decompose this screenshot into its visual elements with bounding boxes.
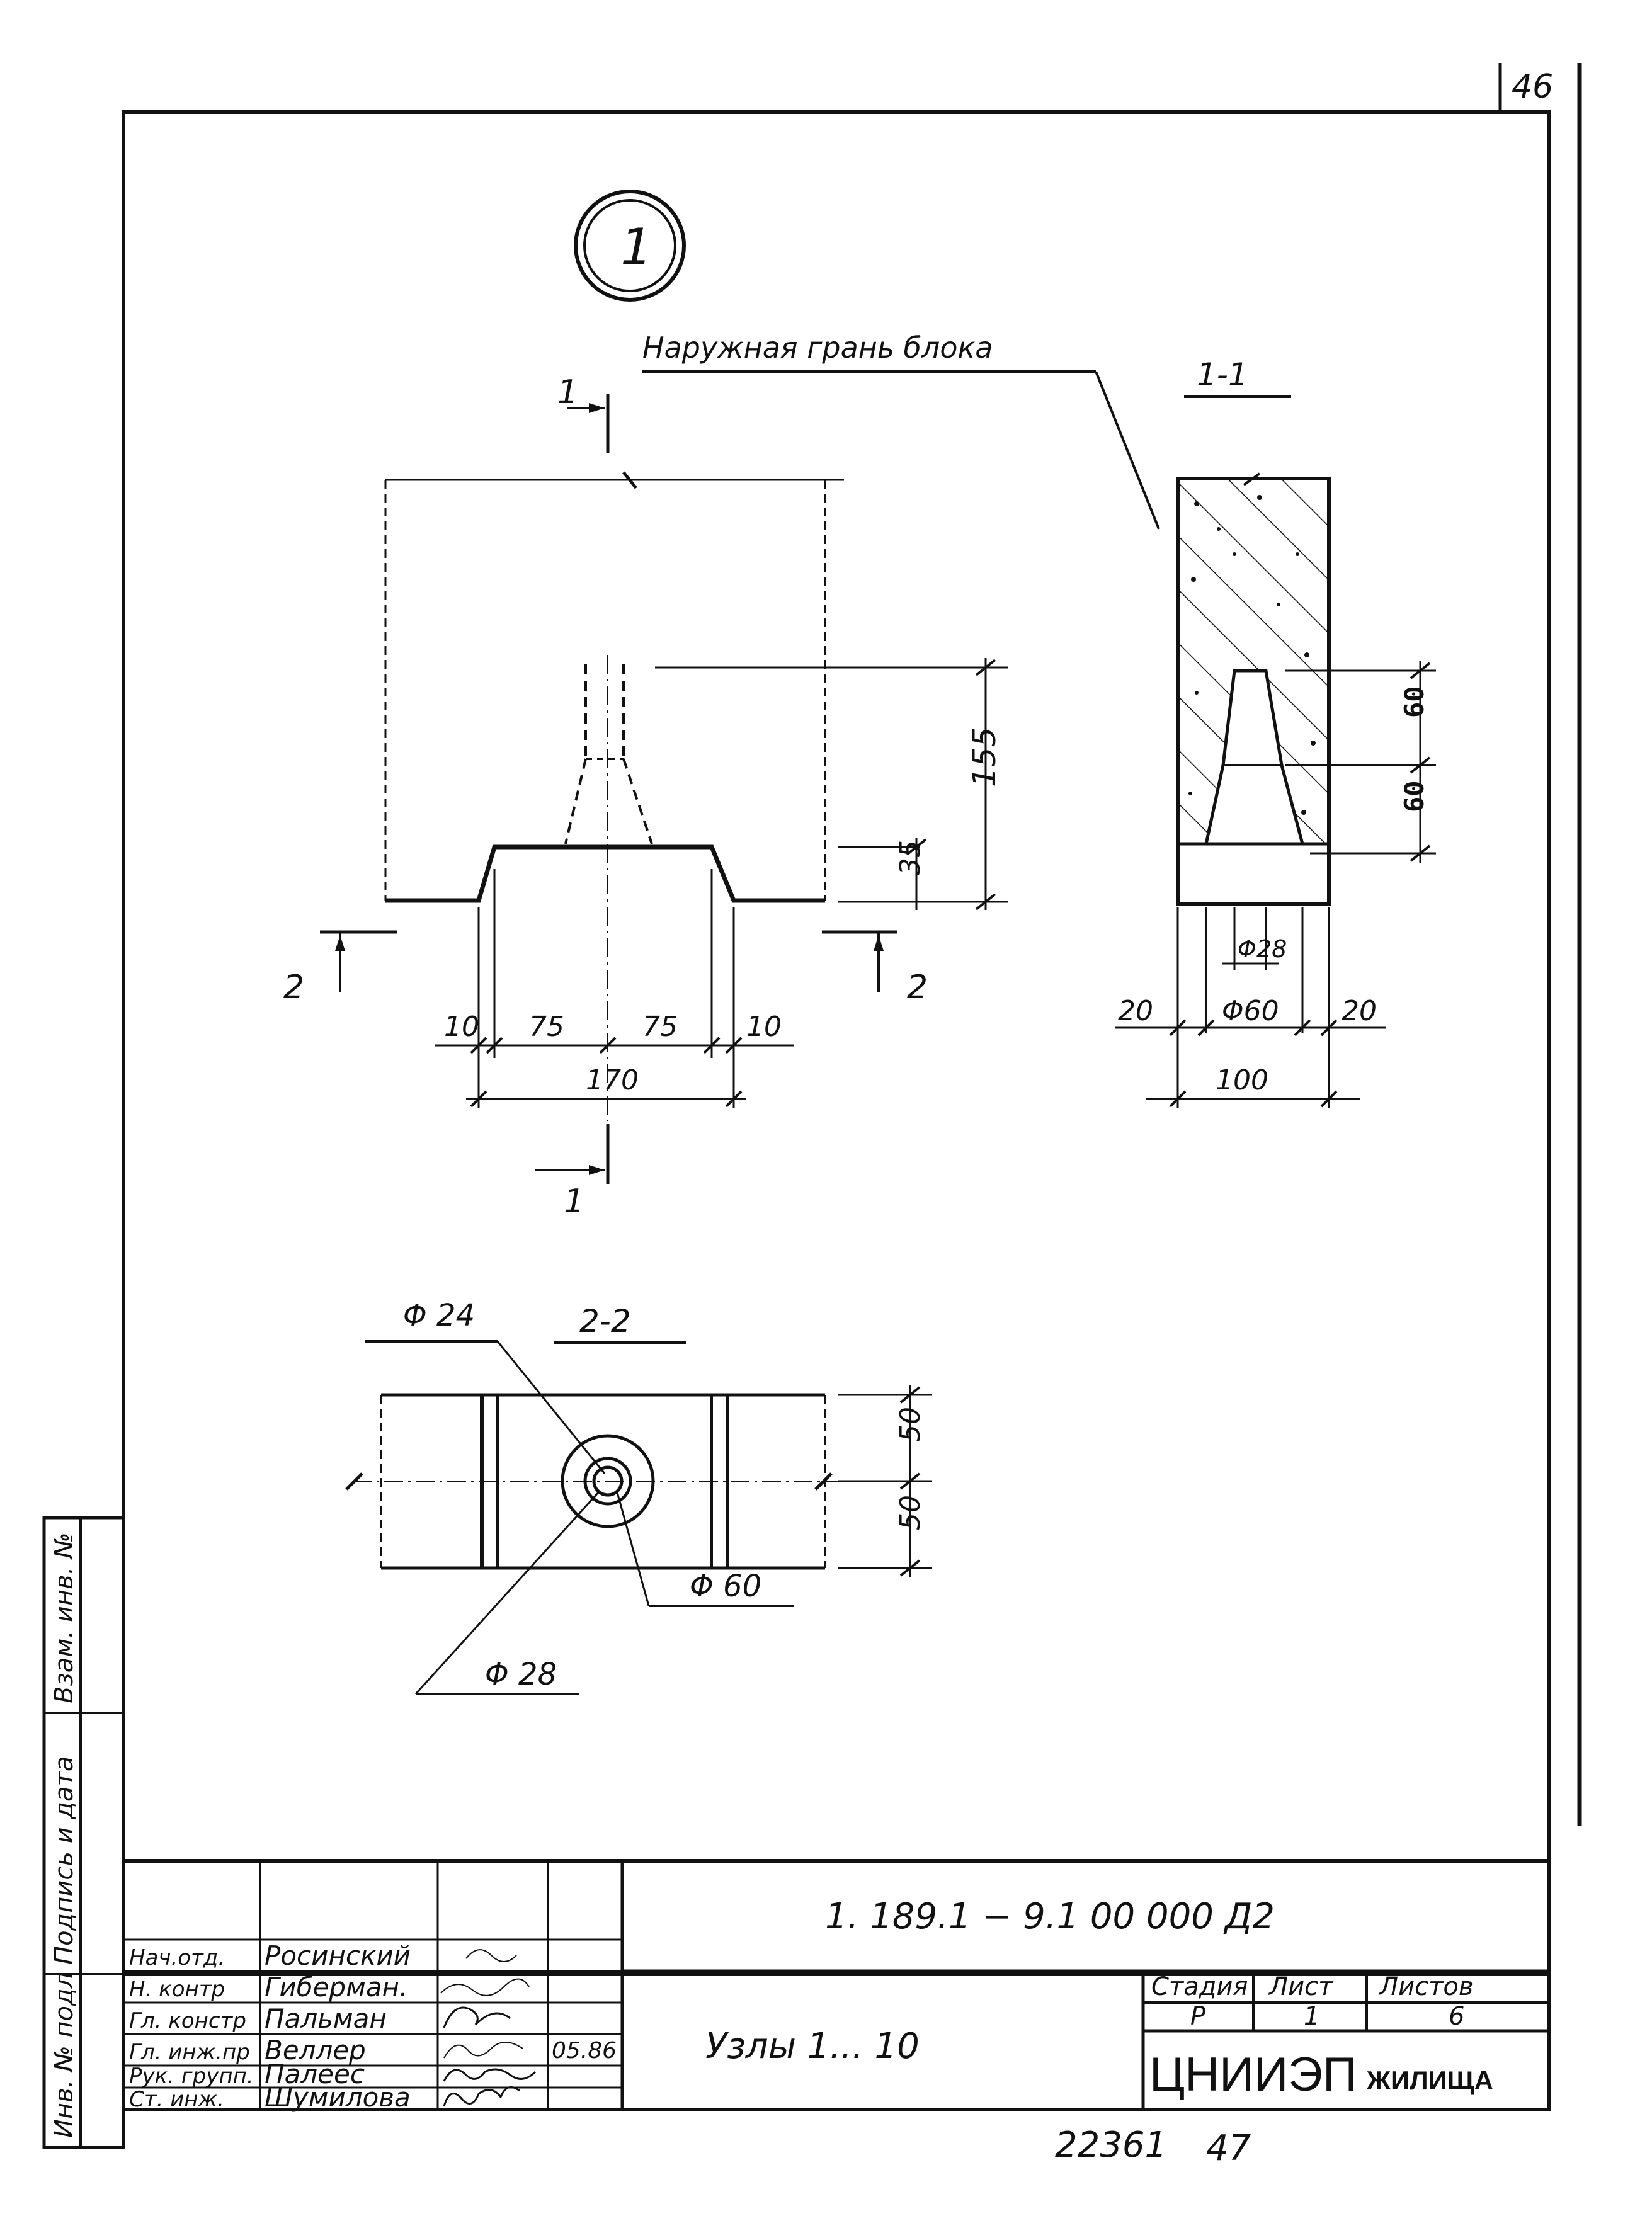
sec11-dim-60-lower: 60: [1399, 780, 1430, 812]
bottom-number-right: 47: [1206, 2128, 1251, 2169]
staff-row: Нач.отд. Росинский: [129, 1940, 517, 1971]
stage-header: Стадия: [1151, 1972, 1248, 2001]
side-inv-replace: Взам. инв. №: [50, 1532, 79, 1703]
staff-row: Н. контр Гиберман.: [129, 1972, 530, 2003]
approval-date: 05.86: [552, 2038, 617, 2064]
sheet-value: 1: [1304, 2002, 1319, 2031]
staff-name: Гиберман.: [265, 1972, 407, 2003]
cut-2-right: 2: [907, 969, 928, 1006]
staff-name: Росинский: [265, 1940, 411, 1971]
sec11-dim-60-upper: 60: [1399, 686, 1430, 718]
staff-role: Гл. констр: [129, 2008, 246, 2033]
dim-155: 155: [966, 727, 1003, 787]
sec11-dim-d60: Φ60: [1222, 995, 1279, 1027]
dim-10-right: 10: [746, 1011, 782, 1043]
signature-mark: [443, 2006, 511, 2028]
dim-35: 35: [894, 840, 926, 875]
outer-face-label: Наружная грань блока: [642, 331, 993, 365]
side-inv-orig: Инв. № подл: [50, 1972, 79, 2138]
staff-name: Палеес: [265, 2059, 365, 2089]
sec22-label-d60: Φ 60: [690, 1569, 761, 1604]
staff-role: Нач.отд.: [129, 1945, 225, 1970]
stage-value: Р: [1190, 2002, 1206, 2031]
sheet-header: Лист: [1268, 1972, 1334, 2001]
staff-name: Пальман: [265, 2003, 387, 2034]
org-main: ЦНИИЭП: [1149, 2048, 1357, 2101]
sheets-value: 6: [1449, 2002, 1464, 2031]
cut-1-bottom: 1: [564, 1183, 584, 1220]
page-number: 46: [1512, 68, 1553, 106]
section-2-2: 2-2 Φ 24 Φ 60 Φ 28: [345, 1298, 932, 1695]
staff-role: Н. контр: [129, 1977, 225, 2002]
section-2-2-title: 2-2: [579, 1303, 631, 1339]
staff-name: Шумилова: [265, 2082, 411, 2113]
outer-face-annotation: Наружная грань блока: [642, 331, 1160, 530]
staff-role: Рук. групп.: [129, 2064, 254, 2089]
staff-row: Гл. инж.пр Веллер 05.86: [129, 2035, 617, 2066]
title-code: 1. 189.1 − 9.1 00 000 Д2: [825, 1896, 1275, 1937]
elevation-view: 155 35 10 75 75 10 170 1 1 2: [283, 373, 1008, 1220]
staff-row: Ст. инж. Шумилова: [129, 2082, 520, 2113]
org-sub: ЖИЛИЩА: [1366, 2066, 1493, 2095]
sheets-header: Листов: [1378, 1972, 1473, 2001]
signature-mark: [443, 2042, 523, 2059]
staff-role: Ст. инж.: [129, 2087, 224, 2112]
title-name: Узлы 1... 10: [705, 2026, 920, 2067]
sec11-dim-20-left: 20: [1118, 995, 1153, 1027]
signature-mark: [443, 2068, 537, 2082]
sheet-frame: [122, 63, 1582, 1976]
staff-role: Гл. инж.пр: [129, 2040, 250, 2065]
dim-75-right: 75: [642, 1011, 678, 1043]
title-block: 1. 189.1 − 9.1 00 000 Д2 Узлы 1... 10 Ст…: [122, 1859, 1551, 2113]
section-1-1: 1-1 60 60: [1115, 356, 1436, 1108]
staff-row: Рук. групп. Палеес: [129, 2059, 537, 2089]
sec11-dim-100: 100: [1216, 1064, 1268, 1096]
sec22-dim-50-lower: 50: [894, 1495, 926, 1530]
signature-mark: [440, 1978, 530, 1996]
sec22-label-d28: Φ 28: [485, 1657, 557, 1692]
dim-75-left: 75: [529, 1011, 564, 1043]
sec11-dim-20-right: 20: [1342, 995, 1377, 1027]
cut-1-top: 1: [557, 373, 578, 411]
sec11-dim-d28: Φ28: [1238, 935, 1287, 963]
node-marker: 1: [574, 190, 686, 302]
cut-2-left: 2: [283, 969, 304, 1006]
staff-name: Веллер: [265, 2035, 366, 2066]
dim-170: 170: [586, 1064, 639, 1096]
sec22-dim-50-upper: 50: [894, 1407, 926, 1442]
dim-10-left: 10: [444, 1011, 479, 1043]
bottom-number-left: 22361: [1055, 2125, 1167, 2166]
signature-mark: [443, 2086, 520, 2107]
node-number: 1: [620, 218, 652, 276]
sec22-label-d24: Φ 24: [403, 1298, 475, 1333]
section-1-1-title: 1-1: [1197, 356, 1248, 393]
side-stamp: Инв. № подл Подпись и дата Взам. инв. №: [42, 1516, 125, 2149]
staff-row: Гл. констр Пальман: [129, 2003, 511, 2034]
signature-mark: [465, 1949, 517, 1962]
side-sign-date: Подпись и дата: [50, 1756, 79, 1965]
